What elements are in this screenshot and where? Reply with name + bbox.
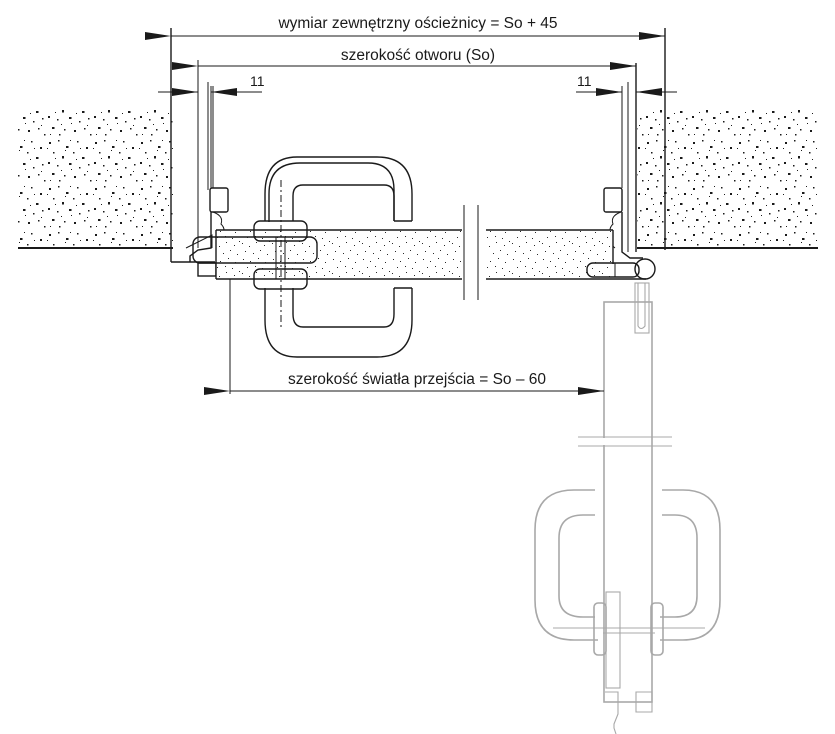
dimension-label-opening-width: szerokość otworu (So) [341,47,495,64]
pull-handle-ghost [534,489,721,656]
dimension-label-left-offset: 11 [250,73,265,89]
wall-section-left [18,110,173,249]
pull-handle [192,156,413,358]
dimension-label-clear-passage: szerokość światła przejścia = So – 60 [288,371,546,388]
wall-section-right [637,110,818,249]
dimension-right-offset: 11 [576,73,677,96]
door-leaf-open-ghost [578,282,672,734]
dimension-opening-width: szerokość otworu (So) [172,47,636,248]
dimension-label-right-offset: 11 [577,73,592,89]
dimension-frame-outer: wymiar zewnętrzny ościeżnicy = So + 45 [145,15,665,40]
dimension-label-frame-outer: wymiar zewnętrzny ościeżnicy = So + 45 [277,15,557,32]
dimension-clear-passage: szerokość światła przejścia = So – 60 [204,279,604,395]
door-leaf-closed [215,205,646,300]
hinge [586,258,656,280]
dimension-left-offset: 11 [158,73,265,188]
